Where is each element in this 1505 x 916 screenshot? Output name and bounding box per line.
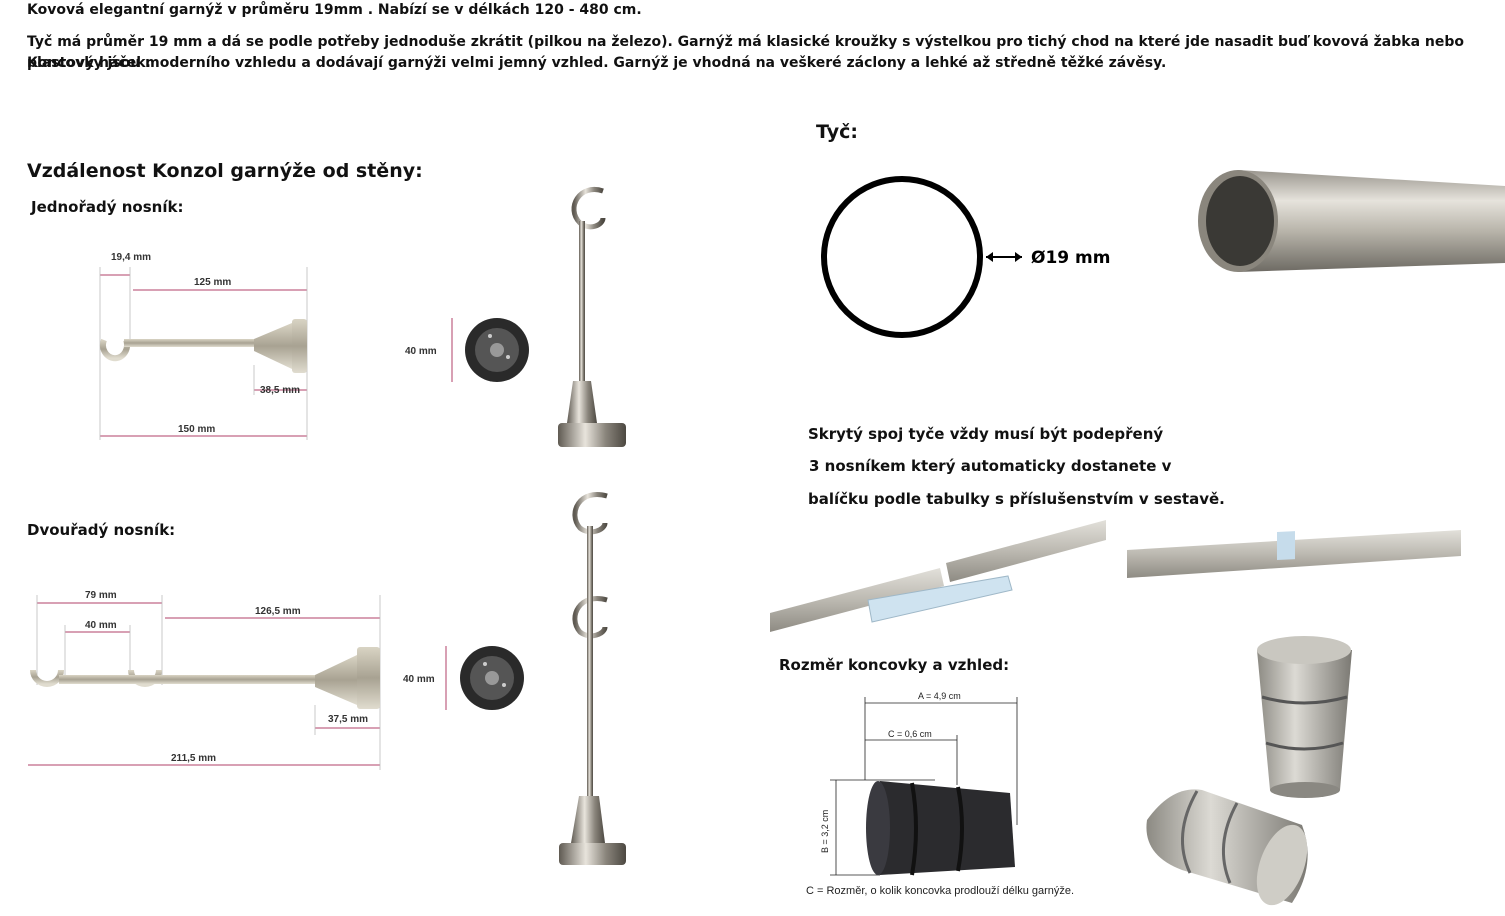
- double-dim-1: 79 mm: [85, 590, 117, 601]
- single-bracket-label: Jednořadý nosník:: [31, 198, 184, 216]
- finial-dim-c: C = 0,6 cm: [888, 729, 932, 739]
- intro-line-2: Tyč má průměr 19 mm a dá se podle potřeb…: [27, 34, 1465, 71]
- joint-note-line-1: Skrytý spoj tyče vždy musí být podepřený: [808, 425, 1164, 443]
- rod-cross-section: Ø19 mm: [821, 176, 1110, 338]
- joint-note-line-3: balíčku podle tabulky s příslušenstvím v…: [808, 490, 1225, 508]
- joint-photo-closed: [1127, 530, 1461, 578]
- finial-dimension-diagram: A = 4,9 cm C = 0,6 cm B = 3,2 cm: [820, 691, 1018, 876]
- rod-photo: [1198, 170, 1505, 272]
- single-plate-dim: 40 mm: [405, 346, 437, 357]
- joint-photo-open: [770, 520, 1106, 632]
- double-wall-plate: 40 mm: [403, 646, 524, 710]
- single-bracket-photo: [558, 187, 626, 447]
- finial-heading: Rozměr koncovky a vzhled:: [779, 656, 1010, 674]
- double-plate-dim: 40 mm: [403, 674, 435, 685]
- double-bracket-diagram: 79 mm 40 mm 126,5 mm 37,5 mm 211,5 mm: [28, 590, 381, 770]
- finial-note: C = Rozměr, o kolik koncovka prodlouží d…: [806, 885, 1075, 897]
- finial-dim-a: A = 4,9 cm: [918, 691, 961, 701]
- finial-dim-b: B = 3,2 cm: [820, 810, 830, 853]
- rod-heading: Tyč:: [816, 121, 858, 143]
- double-dim-2: 40 mm: [85, 620, 117, 631]
- double-dim-4: 37,5 mm: [328, 714, 368, 725]
- intro-line-1: Kovová elegantní garnýž v průměru 19mm .…: [27, 2, 642, 18]
- double-bracket-photo: [559, 492, 626, 865]
- double-dim-3: 126,5 mm: [255, 606, 301, 617]
- finial-photo-upright: [1257, 636, 1352, 798]
- bracket-distance-heading: Vzdálenost Konzol garnýže od stěny:: [27, 160, 423, 182]
- rod-diameter-label: Ø19 mm: [1031, 248, 1110, 268]
- single-dim-2: 125 mm: [194, 277, 231, 288]
- joint-note-line-2: 3 nosníkem který automaticky dostanete v: [809, 457, 1172, 475]
- double-dim-5: 211,5 mm: [171, 753, 216, 764]
- single-wall-plate: 40 mm: [405, 318, 529, 382]
- finial-photo-lying: [1146, 789, 1308, 906]
- intro-line-3: Koncovky jsou moderního vzhledu a dodáva…: [27, 55, 1167, 71]
- single-dim-4: 150 mm: [178, 424, 215, 435]
- single-dim-1: 19,4 mm: [111, 252, 151, 263]
- single-bracket-diagram: 19,4 mm 125 mm 38,5 mm 150 mm: [99, 252, 308, 440]
- double-bracket-label: Dvouřadý nosník:: [27, 521, 176, 539]
- single-dim-3: 38,5 mm: [260, 385, 300, 396]
